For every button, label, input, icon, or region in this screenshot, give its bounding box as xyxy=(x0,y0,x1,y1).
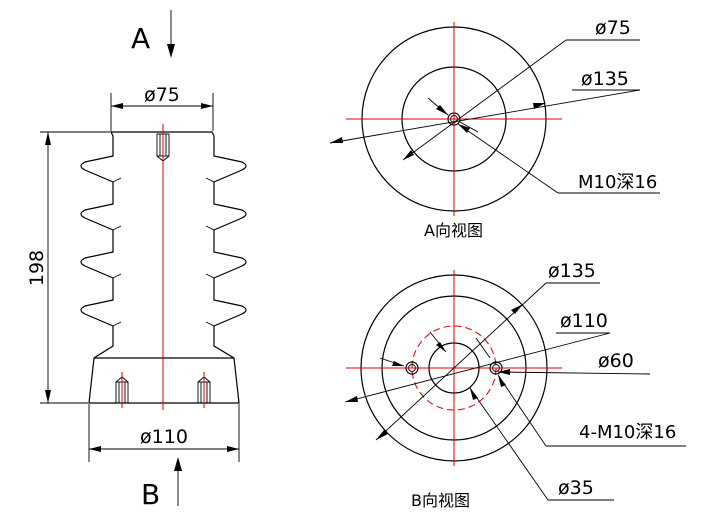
view-b-title: B向视图 xyxy=(411,491,470,510)
section-label-a: A xyxy=(131,22,150,55)
dim-top-diameter: ø75 xyxy=(110,84,214,131)
view-a-thread-note: M10深16 xyxy=(578,172,657,193)
view-b-thread-note: 4-M10深16 xyxy=(579,422,676,443)
dim-base-diameter: ø110 xyxy=(88,404,240,462)
view-arrow-a: A xyxy=(131,10,175,58)
view-a-title: A向视图 xyxy=(424,221,483,240)
view-b-dim-middle-label: ø60 xyxy=(598,350,634,372)
view-b-dim-outer-label: ø135 xyxy=(548,260,596,282)
dim-height: 198 xyxy=(26,131,110,404)
view-b-dim-center-label: ø35 xyxy=(558,477,594,499)
view-b: ø135 ø110 ø60 4-M10深16 ø35 B向视图 xyxy=(344,260,686,510)
shed-inner-lines xyxy=(112,177,215,327)
view-a-dim-outer-label: ø135 xyxy=(581,68,629,90)
dim-top-diameter-label: ø75 xyxy=(144,84,180,106)
dim-base-diameter-label: ø110 xyxy=(140,426,188,448)
view-b-dim-bolt-circle-label: ø110 xyxy=(560,310,608,332)
view-a-dim-inner-label: ø75 xyxy=(595,17,631,39)
insulator-outline xyxy=(80,131,247,404)
dim-height-label: 198 xyxy=(26,250,48,286)
view-a: ø75 ø135 M10深16 A向视图 xyxy=(329,17,660,240)
section-label-b: B xyxy=(141,478,160,511)
front-view: ø75 198 ø110 A B xyxy=(26,10,247,511)
view-arrow-b: B xyxy=(141,457,182,511)
